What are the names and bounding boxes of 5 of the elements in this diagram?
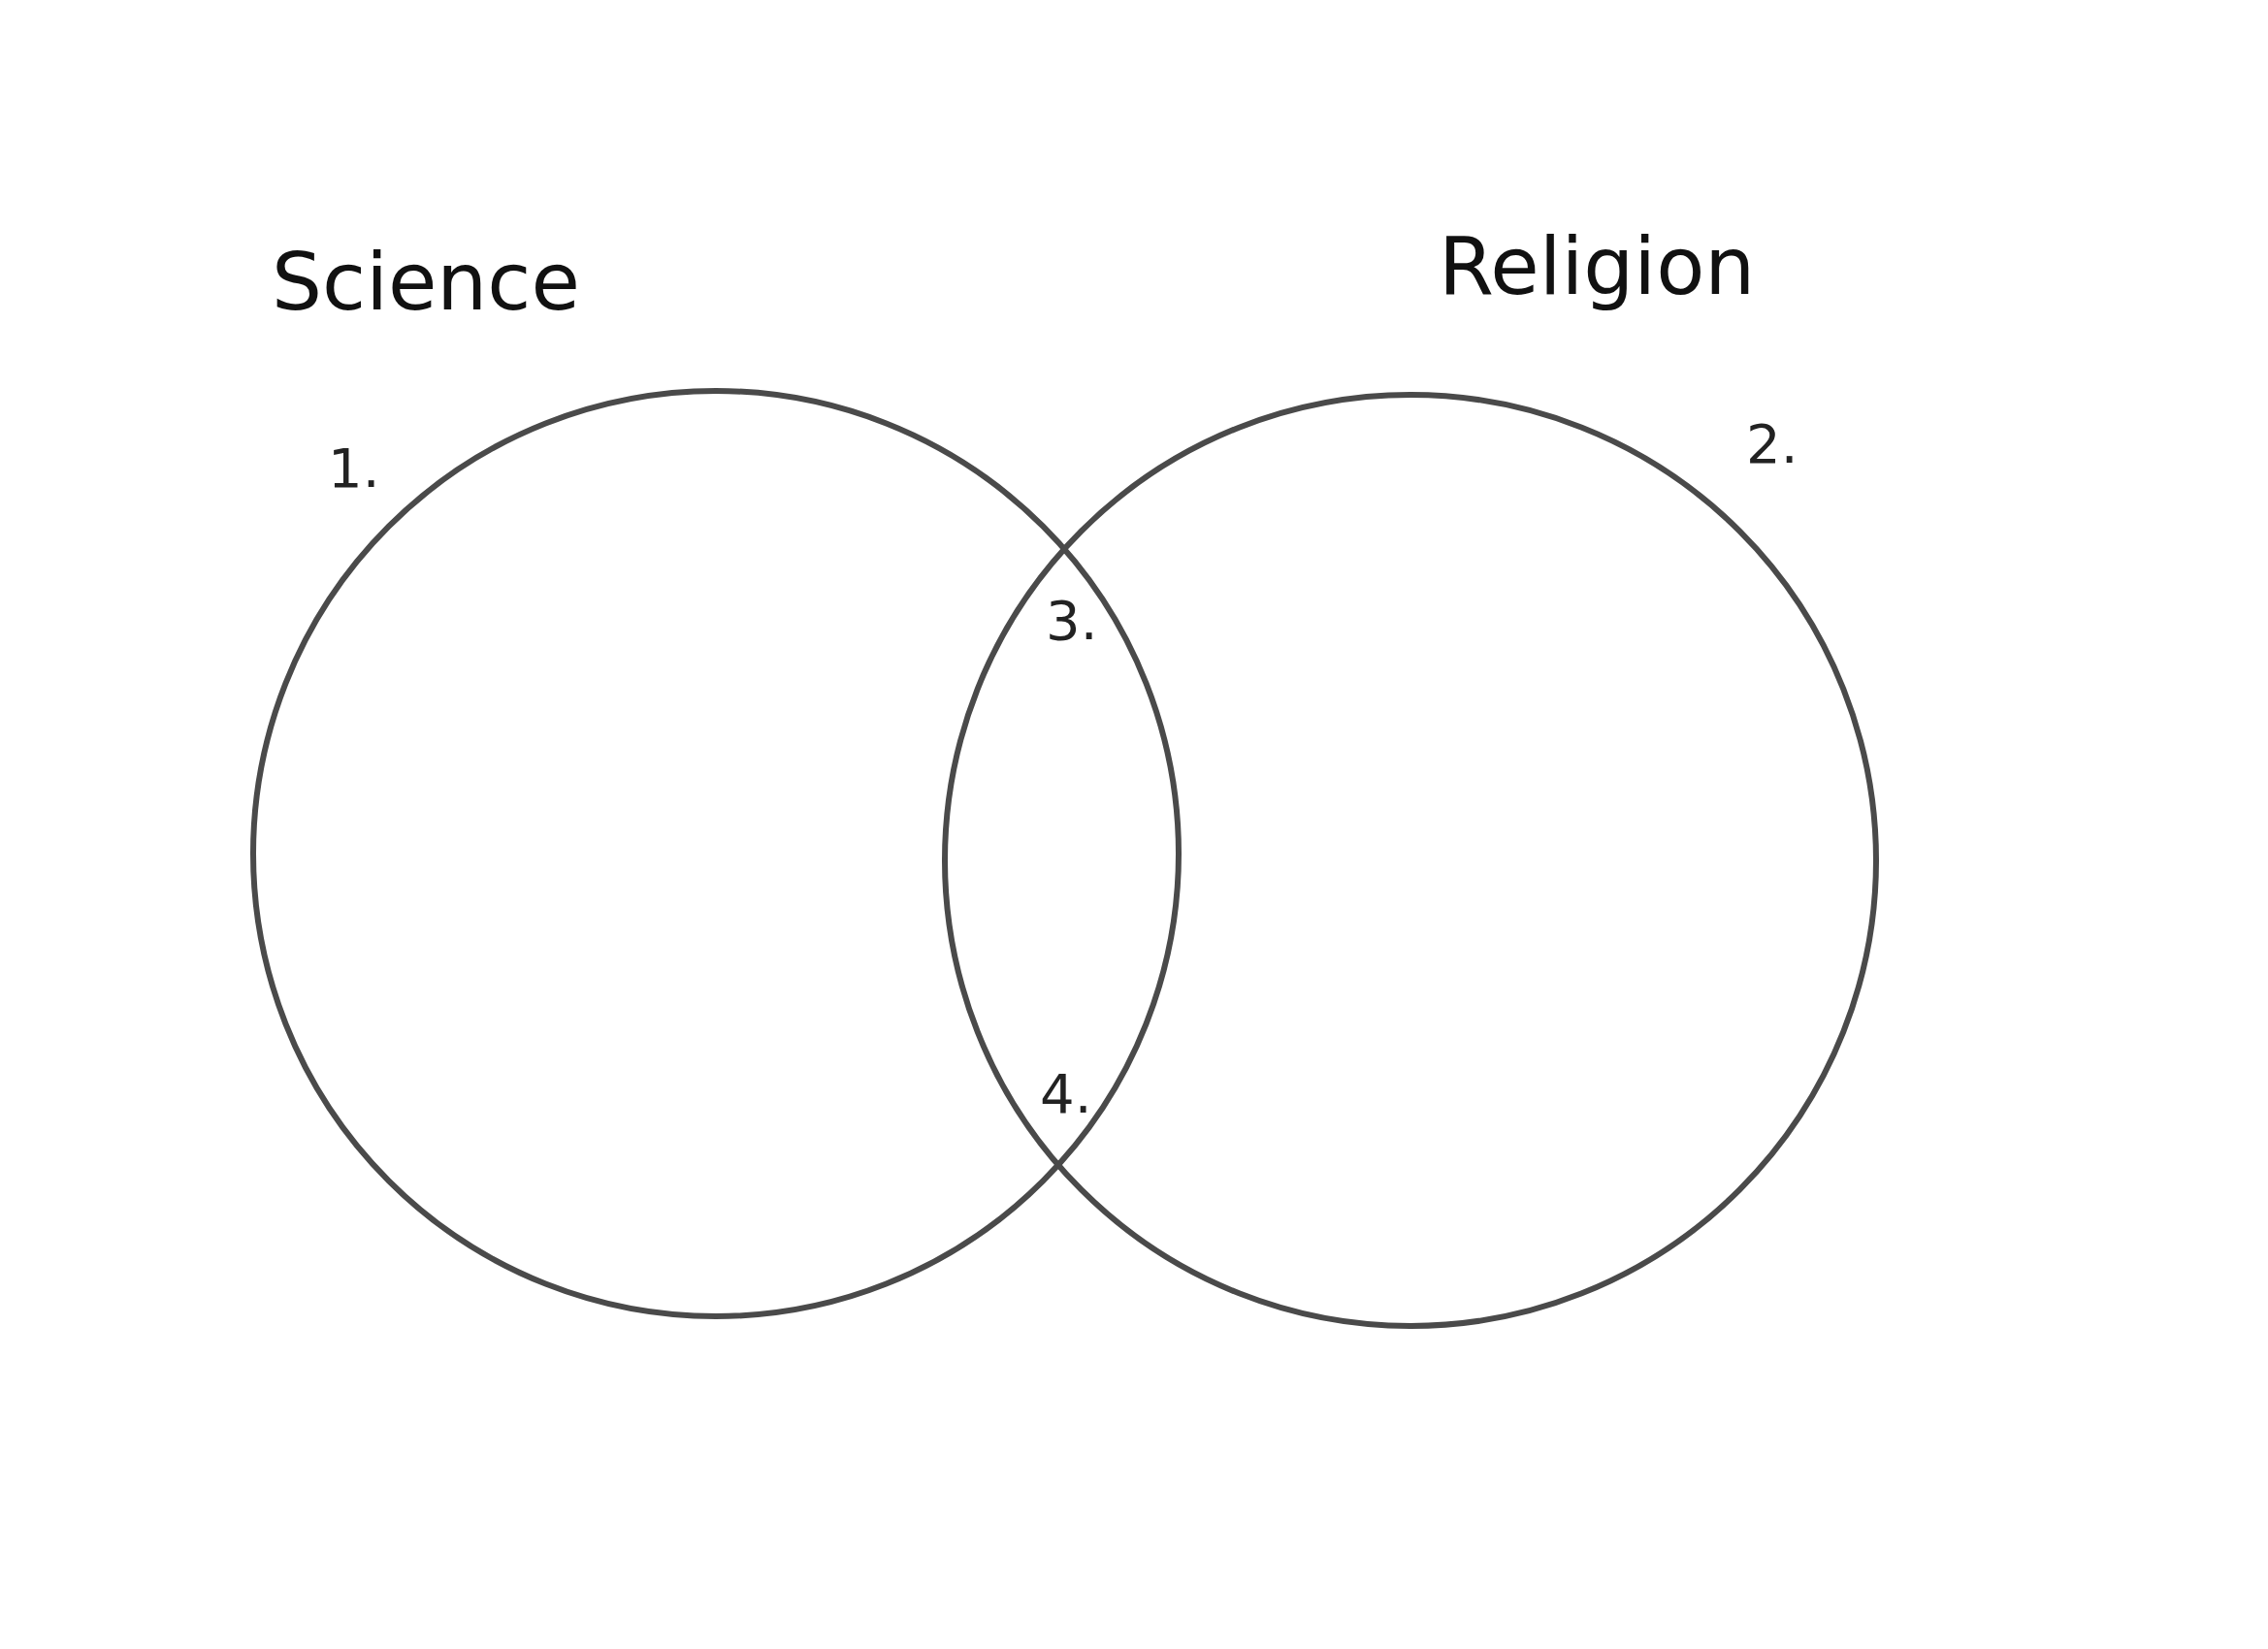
region-number: 2. [1746, 417, 1798, 471]
region-number: 3. [1046, 594, 1098, 648]
region-number: 1. [328, 441, 380, 496]
circle-heading: Science [272, 242, 580, 322]
region-number: 4. [1040, 1067, 1092, 1121]
